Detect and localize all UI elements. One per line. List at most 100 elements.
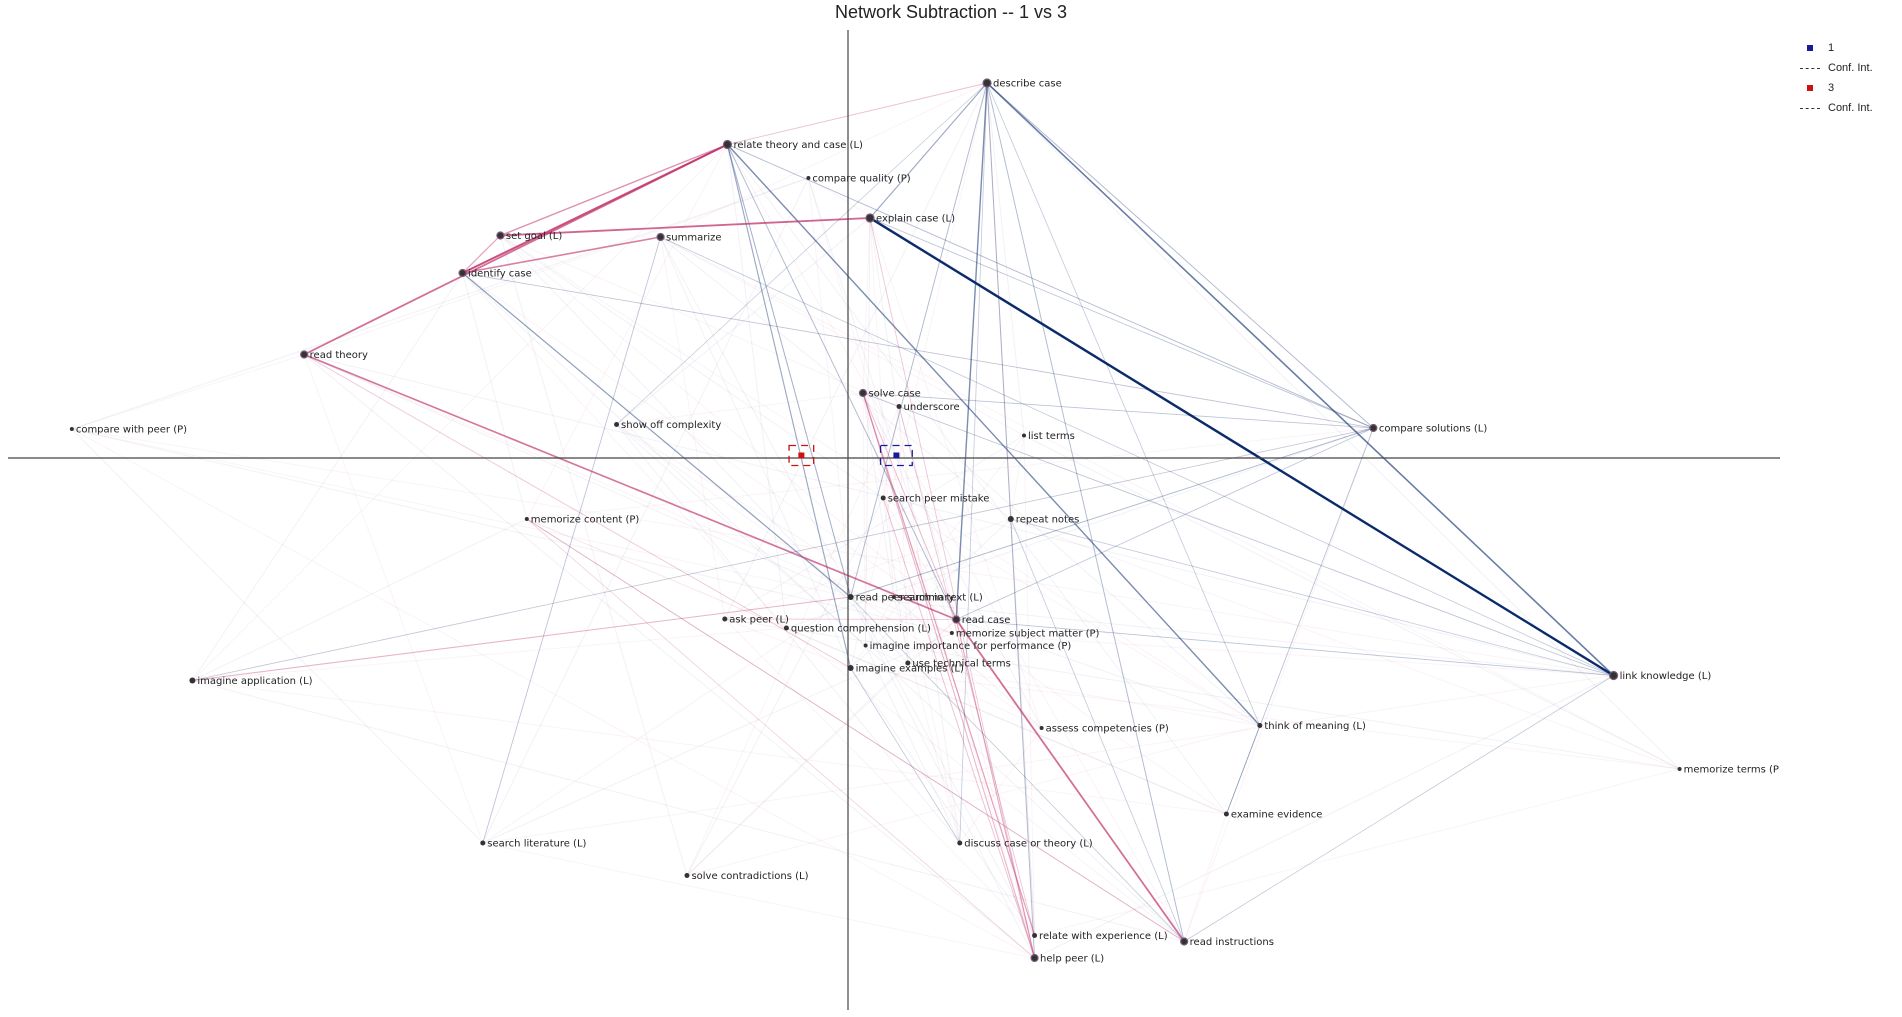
node-read_theory[interactable] — [300, 350, 309, 359]
node-discuss_case_theory[interactable] — [957, 840, 963, 846]
background-edge — [1034, 768, 1680, 936]
background-edge — [807, 177, 852, 598]
node-relate_with_experience[interactable] — [1032, 933, 1038, 938]
background-edge — [71, 428, 1614, 676]
background-edge — [686, 619, 957, 876]
background-edge — [1225, 427, 1374, 815]
edge-describe_case-compare_solutions — [986, 82, 1374, 429]
node-compare_solutions[interactable] — [1369, 423, 1378, 433]
node-solve_case[interactable] — [858, 388, 868, 398]
node-memorize_subject_matter[interactable] — [949, 631, 954, 635]
node-describe_case[interactable] — [982, 78, 992, 88]
background-edge — [862, 392, 895, 598]
background-edge — [686, 406, 900, 876]
background-edge — [71, 428, 484, 844]
background-edge — [462, 272, 528, 520]
background-edge — [850, 82, 988, 669]
edge-repeat_notes-read_instructions — [1010, 518, 1185, 942]
edge-discuss_case_theory-describe_case — [959, 82, 988, 844]
node-identify_case[interactable] — [458, 268, 467, 278]
node-compare_quality[interactable] — [806, 176, 811, 180]
node-label-set_goal: set goal (L) — [506, 231, 562, 242]
node-help_peer[interactable] — [1030, 953, 1039, 963]
background-edge — [526, 518, 1185, 942]
background-edge — [616, 424, 866, 646]
node-compare_with_peer[interactable] — [69, 427, 74, 431]
edge-explain_case-link_knowledge — [869, 216, 1615, 677]
background-edge — [907, 619, 957, 664]
node-explain_case[interactable] — [865, 213, 875, 223]
node-label-read_case: read case — [962, 615, 1011, 626]
background-edge — [660, 236, 1025, 436]
node-label-relate_theory_case: relate theory and case (L) — [733, 140, 863, 151]
node-list_terms[interactable] — [1022, 433, 1026, 438]
edge-imagine_application-compare_solutions — [192, 427, 1374, 681]
node-search_in_text[interactable] — [891, 595, 896, 599]
legend-label: 3 — [1828, 82, 1835, 94]
legend-item-1: Conf. Int. — [1800, 58, 1900, 78]
edge-solve_case-link_knowledge — [862, 392, 1614, 676]
legend-item-2: 3 — [1800, 78, 1900, 98]
background-edge — [191, 272, 463, 681]
background-edge — [869, 217, 895, 598]
node-repeat_notes[interactable] — [1007, 516, 1014, 522]
edge-read_case-read_instructions — [955, 618, 1185, 943]
edge-relate_theory_case-set_goal — [500, 143, 728, 237]
background-edge — [500, 235, 1261, 726]
node-search_peer_mistake[interactable] — [880, 495, 886, 501]
edge-explain_case-compare_solutions — [869, 217, 1374, 429]
centroid-1 — [893, 452, 900, 459]
background-edge — [1010, 435, 1025, 520]
node-examine_evidence[interactable] — [1223, 811, 1229, 817]
node-link_knowledge[interactable] — [1608, 670, 1619, 681]
node-search_literature[interactable] — [480, 840, 486, 846]
legend-label: 1 — [1828, 42, 1835, 54]
node-assess_competencies[interactable] — [1039, 726, 1044, 730]
node-ask_peer[interactable] — [722, 616, 728, 622]
background-edge — [303, 354, 1035, 959]
centroid-3 — [798, 452, 805, 459]
background-edge — [724, 435, 1025, 620]
node-label-list_terms: list terms — [1028, 431, 1075, 442]
background-edge — [1023, 435, 1036, 936]
edge-imagine_examples-discuss_case_theory — [850, 667, 961, 844]
edge-search_peer_mistake-help_peer — [882, 497, 1035, 959]
node-set_goal[interactable] — [496, 231, 505, 240]
node-solve_contradictions[interactable] — [684, 873, 690, 878]
node-label-search_peer_mistake: search peer mistake — [888, 494, 990, 505]
node-imagine_importance[interactable] — [863, 643, 868, 648]
background-edge — [724, 618, 851, 669]
node-show_off_complexity[interactable] — [614, 422, 620, 427]
node-underscore[interactable] — [896, 404, 902, 409]
background-edge — [1010, 518, 1680, 770]
node-label-read_instructions: read instructions — [1190, 937, 1274, 948]
edge-identify_case-read_peer_summary — [462, 272, 852, 598]
node-label-compare_quality: compare quality (P) — [812, 174, 910, 185]
node-summarize[interactable] — [656, 232, 665, 242]
node-relate_theory_case[interactable] — [722, 139, 733, 150]
node-use_technical_terms[interactable] — [905, 660, 911, 666]
background-edge — [862, 392, 961, 844]
node-label-question_comprehension: question comprehension (L) — [791, 624, 931, 635]
node-imagine_examples[interactable] — [847, 665, 854, 671]
edge-solve_case-help_peer — [862, 392, 1036, 959]
node-memorize_content[interactable] — [524, 517, 529, 521]
node-read_case[interactable] — [952, 615, 961, 624]
node-question_comprehension[interactable] — [783, 625, 789, 631]
background-edge — [956, 619, 1261, 726]
node-read_peer_summary[interactable] — [847, 594, 854, 600]
node-label-read_theory: read theory — [310, 350, 368, 361]
node-imagine_application[interactable] — [189, 677, 196, 684]
node-label-examine_evidence: examine evidence — [1231, 810, 1323, 821]
edge-set_goal-explain_case — [500, 217, 871, 237]
edge-link_knowledge-read_case — [956, 619, 1614, 676]
background-edge — [482, 596, 851, 844]
node-memorize_terms[interactable] — [1677, 767, 1682, 771]
edges-layer — [192, 82, 1615, 959]
edge-solve_case-compare_solutions — [862, 392, 1374, 429]
node-think_of_meaning[interactable] — [1257, 723, 1263, 728]
edge-relate_theory_case-read_theory — [303, 143, 728, 356]
node-read_instructions[interactable] — [1180, 937, 1189, 946]
legend-swatch — [1800, 107, 1820, 109]
node-label-imagine_importance: imagine importance for performance (P) — [870, 641, 1072, 652]
